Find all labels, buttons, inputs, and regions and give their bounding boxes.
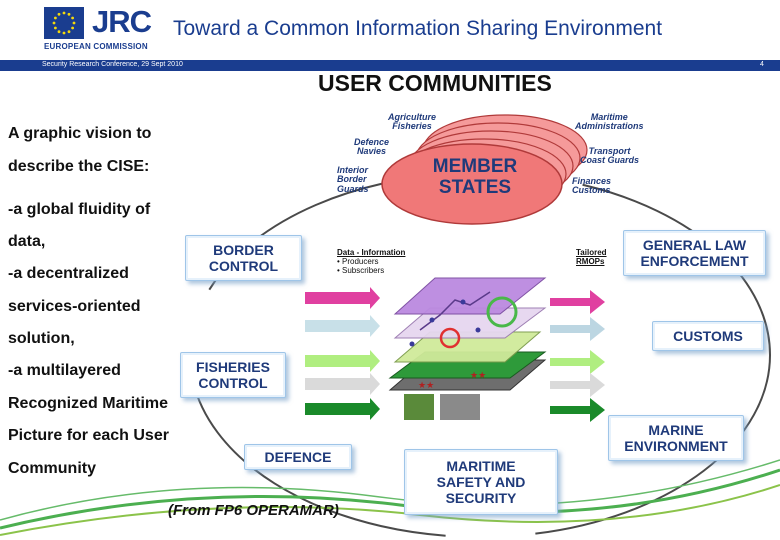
left-text-line: Recognized Maritime [8,395,169,412]
eu-stars-icon [52,11,76,35]
right-arrows [550,290,605,422]
slide-number: 4 [760,61,764,68]
slide-heading: USER COMMUNITIES [318,70,552,96]
member-states-discs [381,114,588,225]
source-credit: (From FP6 OPERAMAR) [168,502,339,519]
jrc-logo: JRC [92,4,152,39]
customs-box: CUSTOMS [652,321,764,351]
left-arrows [305,287,380,420]
left-text-line: data, [8,233,46,250]
left-text-line: describe the CISE: [8,158,150,175]
left-text-line: -a global fluidity of [8,201,151,218]
header-bar [0,60,780,71]
left-text-line: -a multilayered [8,362,121,379]
green-swoosh [0,459,780,536]
left-text-line: Picture for each User [8,427,169,444]
left-text-line: Community [8,460,96,477]
presentation-title: Toward a Common Information Sharing Envi… [173,17,663,40]
map-layers: ★★ ★★ [388,277,547,420]
left-text-line: services-oriented [8,298,141,315]
left-text-line: -a decentralized [8,265,129,282]
left-text-line: solution, [8,330,75,347]
eu-flag-logo [44,7,84,39]
tailored-rmops-label: Tailored RMOPs [576,248,607,267]
logo-subtitle: EUROPEAN COMMISSION [44,42,148,51]
data-information-label: Data - Information • Producers • Subscri… [337,248,406,276]
svg-text:★★: ★★ [418,381,434,391]
conference-label: Security Research Conference, 29 Sept 20… [42,61,183,68]
left-text-line: A graphic vision to [8,125,152,142]
svg-text:★★: ★★ [470,371,486,381]
defence-box: DEFENCE [244,444,352,470]
